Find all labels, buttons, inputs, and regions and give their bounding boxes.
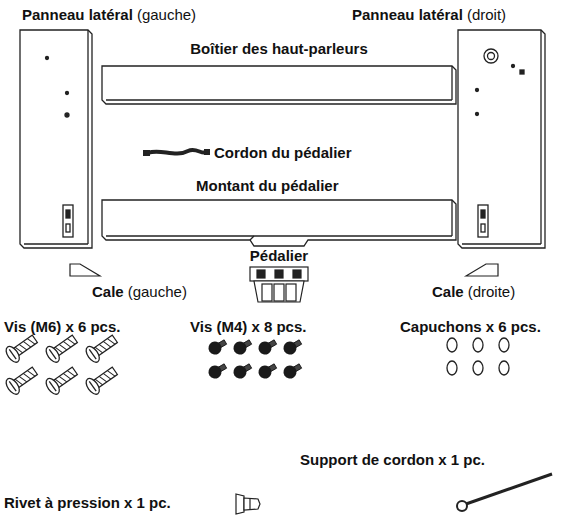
speaker-box <box>102 66 456 104</box>
part-name: Panneau latéral <box>352 6 463 24</box>
pedal-cord <box>143 149 210 156</box>
part-name: Boîtier des haut-parleurs <box>190 40 368 58</box>
part-name: Panneau latéral <box>22 6 133 24</box>
part-quantity: Vis (M6) x 6 pcs. <box>4 318 120 336</box>
part-side: (droite) <box>468 283 516 301</box>
part-side: (gauche) <box>137 6 196 24</box>
part-quantity: Support de cordon x 1 pc. <box>300 451 485 469</box>
part-name: Cordon du pédalier <box>214 144 352 162</box>
part-quantity: Vis (M4) x 8 pcs. <box>190 318 306 336</box>
part-name: Montant du pédalier <box>196 177 339 195</box>
caps <box>447 338 509 375</box>
part-side: (gauche) <box>128 283 187 301</box>
pedal-unit <box>250 267 308 302</box>
screws-m4 <box>206 336 304 381</box>
pedal-rail <box>102 200 456 246</box>
side-panel-right <box>458 30 545 248</box>
wedge-right <box>466 264 498 276</box>
part-name: Pédalier <box>250 247 308 265</box>
cord-holder <box>457 474 552 511</box>
part-name: Cale <box>92 283 124 301</box>
wedge-left <box>70 264 100 276</box>
screws-m6 <box>3 331 120 396</box>
part-quantity: Capuchons x 6 pcs. <box>400 318 541 336</box>
part-name: Cale <box>432 283 464 301</box>
part-quantity: Rivet à pression x 1 pc. <box>4 494 171 512</box>
part-side: (droit) <box>467 6 506 24</box>
side-panel-left <box>20 30 92 248</box>
push-rivet <box>236 494 260 514</box>
